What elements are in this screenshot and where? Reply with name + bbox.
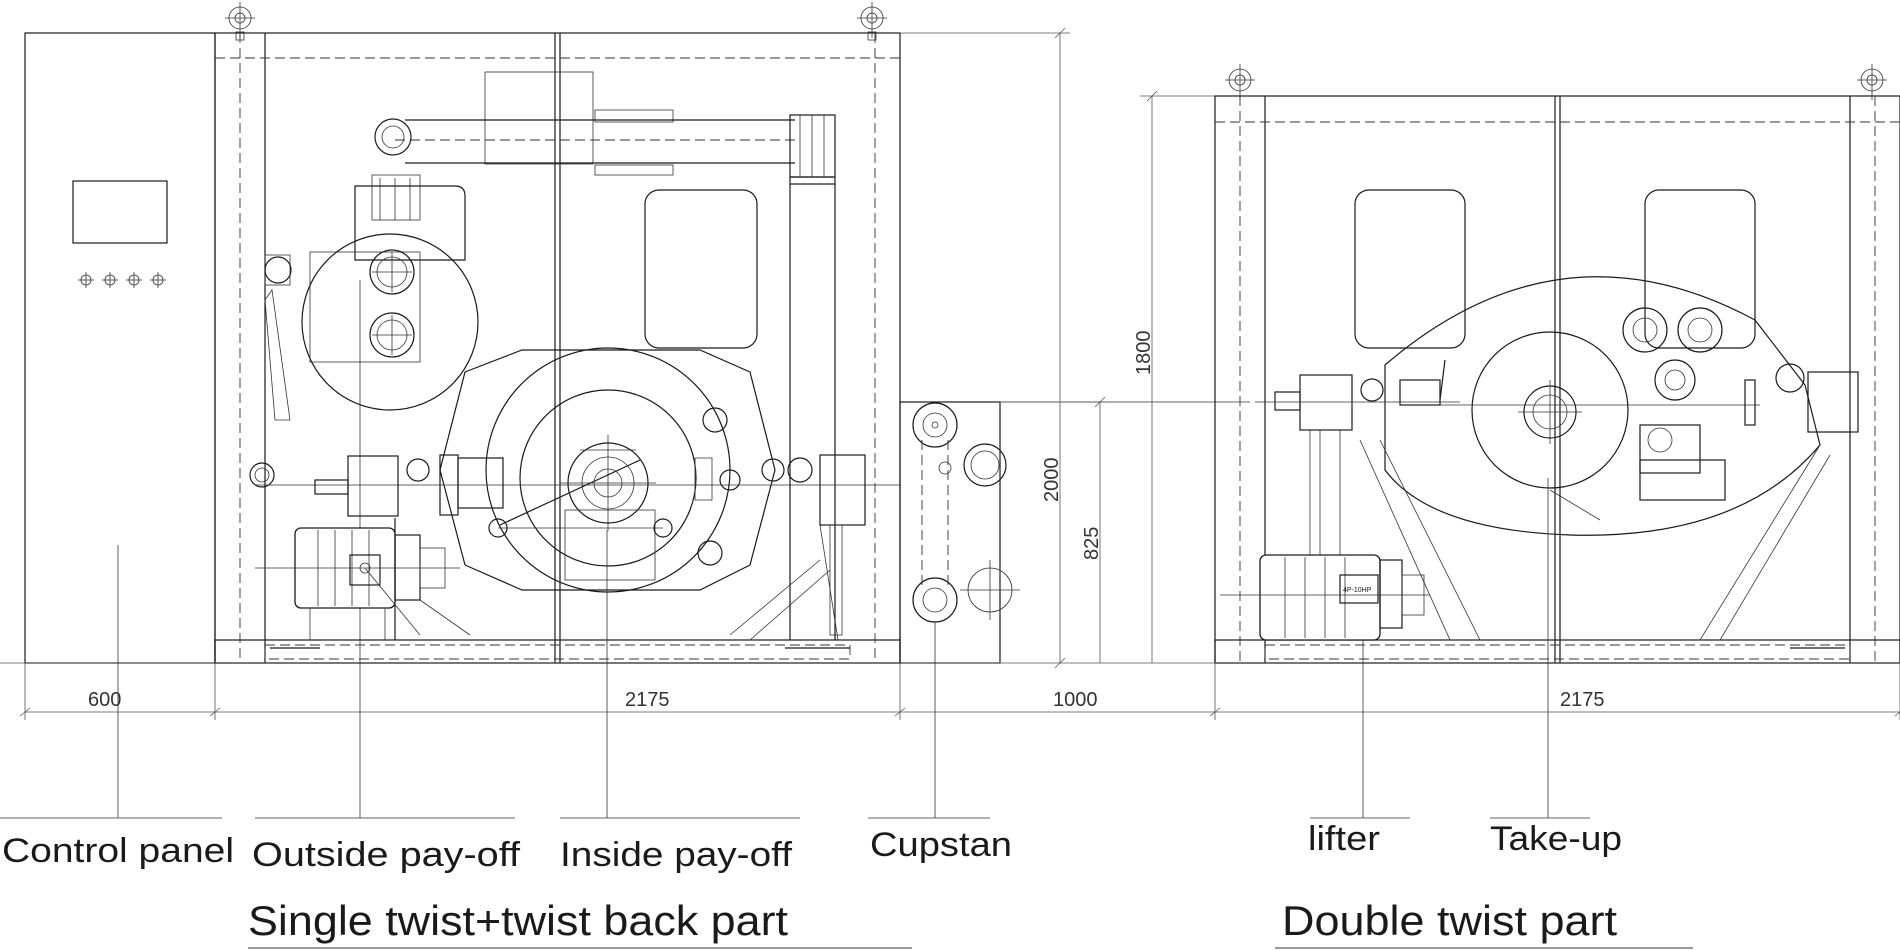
dim-gap: 1000 — [1053, 689, 1098, 711]
top-bow-arm — [374, 71, 836, 640]
lifting-eye-3 — [1225, 64, 1255, 100]
lifting-eye-left — [225, 2, 255, 41]
dim-double-twist: 2175 — [1560, 689, 1605, 711]
dim-single-twist: 2175 — [625, 689, 670, 711]
dim-control-panel: 600 — [88, 689, 121, 711]
title-double-twist: Double twist part — [1282, 897, 1617, 944]
label-control-panel: Control panel — [2, 832, 234, 870]
double-twist-motor: 4P-10HP — [1220, 554, 1430, 641]
control-panel-cabinet — [24, 32, 216, 664]
dim-height-double: 1800 — [1133, 331, 1155, 376]
label-outside-payoff: Outside pay-off — [252, 836, 521, 874]
lifting-eye-4 — [1857, 64, 1887, 100]
callout-leaders — [0, 478, 1590, 819]
inspection-window-1 — [644, 189, 758, 349]
dimension-lines — [0, 27, 1900, 720]
inspection-window-3 — [1644, 189, 1756, 349]
title-single-twist: Single twist+twist back part — [248, 897, 788, 944]
capstan-unit — [899, 401, 1020, 664]
motor-tag: 4P-10HP — [1343, 587, 1372, 594]
dim-height-total: 2000 — [1041, 458, 1063, 503]
label-takeup: Take-up — [1490, 820, 1622, 858]
label-lifter: lifter — [1308, 820, 1380, 858]
inspection-window-2 — [1354, 189, 1466, 349]
control-buttons — [78, 272, 166, 288]
lifting-eye-right — [857, 2, 887, 41]
single-twist-motor — [255, 527, 471, 640]
inside-payoff-bow — [439, 347, 776, 593]
control-screen — [72, 180, 168, 244]
dim-height-axis: 825 — [1081, 527, 1103, 560]
label-inside-payoff: Inside pay-off — [560, 836, 793, 874]
label-capstan: Cupstan — [870, 826, 1012, 864]
takeup-bow — [1384, 276, 1859, 536]
single-twist-braces — [729, 524, 843, 641]
